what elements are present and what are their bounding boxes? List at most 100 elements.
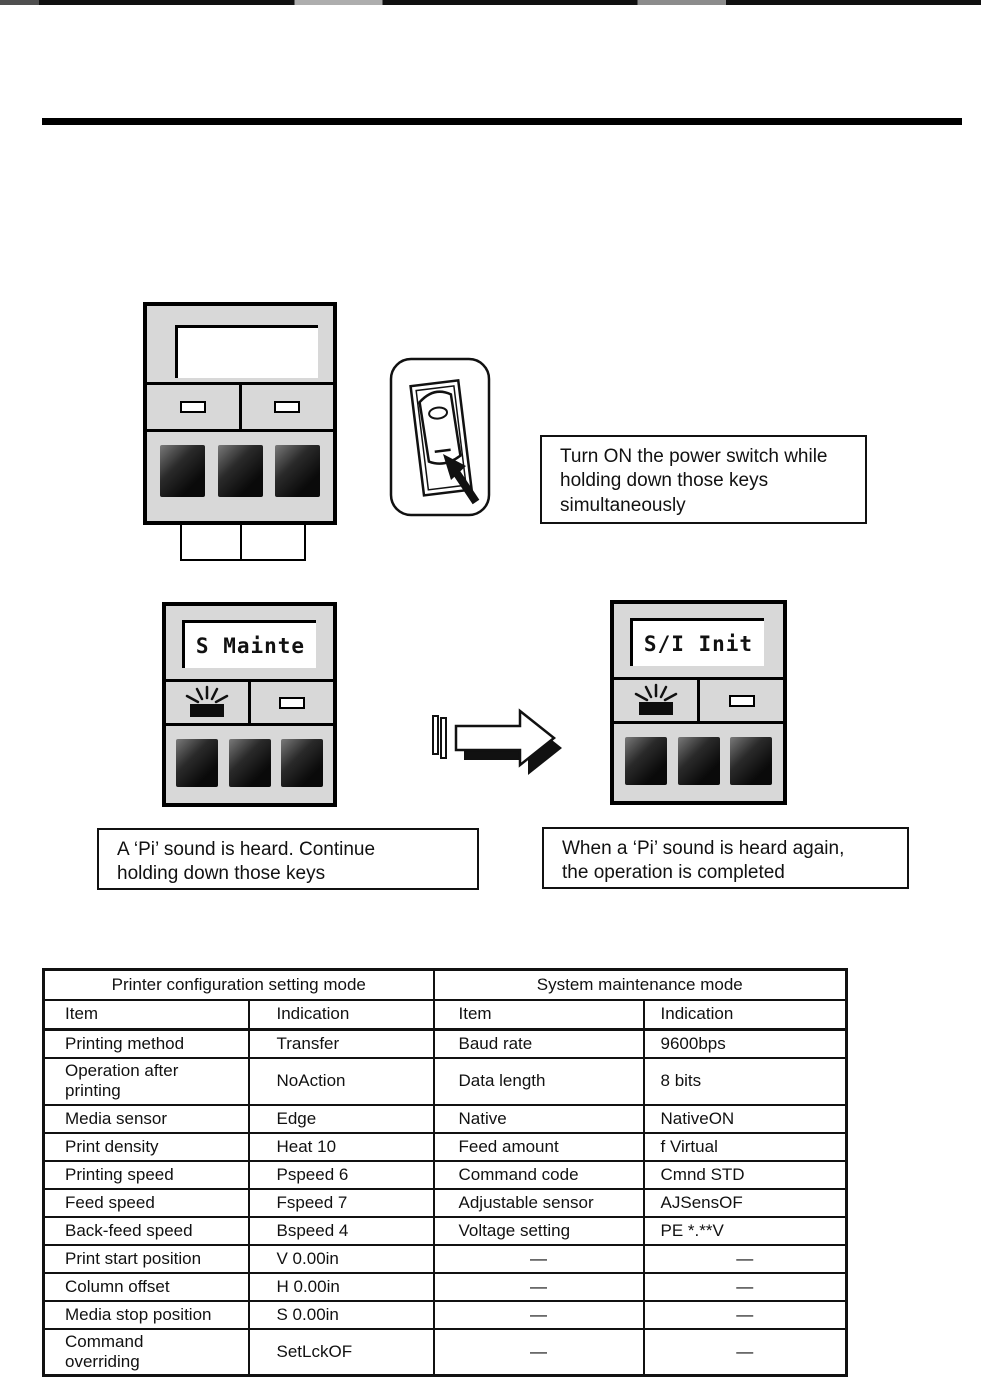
led-off-icon bbox=[728, 694, 755, 707]
callout-pi-sound: A ‘Pi’ sound is heard. Continue holding … bbox=[97, 828, 479, 890]
table-row: Column offset H 0.00in — — bbox=[42, 1271, 848, 1302]
group-header-row: Printer configuration setting mode Syste… bbox=[42, 968, 848, 1001]
table-row: Back-feed speed Bspeed 4 Voltage setting… bbox=[42, 1215, 848, 1246]
item-cell: Printing method bbox=[42, 1028, 250, 1059]
empty-cell: — bbox=[432, 1271, 645, 1302]
key-section bbox=[147, 432, 333, 521]
led-off-icon bbox=[179, 401, 206, 413]
lcd-text: S Mainte bbox=[195, 633, 306, 658]
indication-cell: SetLckOF bbox=[247, 1327, 435, 1377]
table-row: Feed speed Fspeed 7 Adjustable sensor AJ… bbox=[42, 1187, 848, 1218]
item-cell: Feed amount bbox=[432, 1131, 645, 1162]
item-cell: Adjustable sensor bbox=[432, 1187, 645, 1218]
led-cell bbox=[700, 680, 783, 721]
led-cell bbox=[251, 682, 333, 723]
indication-cell: 8 bits bbox=[642, 1056, 848, 1106]
indication-cell: H 0.00in bbox=[247, 1271, 435, 1302]
panel-key-icon bbox=[159, 445, 205, 497]
group-header-config: Printer configuration setting mode bbox=[42, 968, 435, 1001]
indication-cell: Transfer bbox=[247, 1028, 435, 1059]
power-switch-icon bbox=[389, 357, 491, 517]
led-section bbox=[614, 680, 783, 724]
section-divider-rule bbox=[42, 118, 962, 125]
table-row: Command overriding SetLckOF — — bbox=[42, 1327, 848, 1377]
panel-key-icon bbox=[280, 739, 323, 787]
indication-cell: Bspeed 4 bbox=[247, 1215, 435, 1246]
callout-operation-completed: When a ‘Pi’ sound is heard again, the op… bbox=[542, 827, 909, 889]
led-cell bbox=[614, 680, 700, 721]
callout-power-on: Turn ON the power switch while holding d… bbox=[540, 435, 867, 524]
column-header: Item bbox=[432, 998, 645, 1031]
panel-key-icon bbox=[228, 739, 271, 787]
item-cell: Voltage setting bbox=[432, 1215, 645, 1246]
column-header: Indication bbox=[247, 998, 435, 1031]
indication-cell: 9600bps bbox=[642, 1028, 848, 1059]
indication-cell: f Virtual bbox=[642, 1131, 848, 1162]
callout-line: the operation is completed bbox=[562, 862, 785, 884]
panel-key-icon bbox=[176, 739, 219, 787]
lcd-text: S/I Init bbox=[643, 631, 754, 656]
indication-cell: S 0.00in bbox=[247, 1299, 435, 1330]
lcd-display: S Mainte bbox=[182, 620, 316, 668]
right-arrow-icon bbox=[432, 708, 562, 775]
empty-cell: — bbox=[642, 1271, 848, 1302]
item-cell: Column offset bbox=[42, 1271, 250, 1302]
column-header-row: Item Indication Item Indication bbox=[42, 998, 848, 1031]
panel-key-icon bbox=[275, 445, 321, 497]
item-cell: Print density bbox=[42, 1131, 250, 1162]
item-cell: Baud rate bbox=[432, 1028, 645, 1059]
item-cell: Data length bbox=[432, 1056, 645, 1106]
settings-table: Printer configuration setting mode Syste… bbox=[42, 968, 849, 1377]
control-panel-blank bbox=[143, 302, 337, 525]
panel-key-icon bbox=[624, 737, 667, 785]
empty-cell: — bbox=[432, 1299, 645, 1330]
empty-cell: — bbox=[642, 1299, 848, 1330]
control-panel-maintenance: S Mainte bbox=[162, 602, 337, 807]
indication-cell: Cmnd STD bbox=[642, 1159, 848, 1190]
item-cell: Media stop position bbox=[42, 1299, 250, 1330]
item-cell: Operation after printing bbox=[42, 1056, 250, 1106]
callout-line: A ‘Pi’ sound is heard. Continue bbox=[117, 839, 376, 860]
callout-line: simultaneously bbox=[560, 494, 686, 516]
indication-cell: Edge bbox=[247, 1103, 435, 1134]
key-section bbox=[166, 726, 333, 803]
group-header-maintenance: System maintenance mode bbox=[432, 968, 848, 1001]
table-row: Print start position V 0.00in — — bbox=[42, 1243, 848, 1274]
callout-line: Turn ON the power switch while bbox=[560, 446, 828, 467]
table-row: Media stop position S 0.00in — — bbox=[42, 1299, 848, 1330]
item-cell: Back-feed speed bbox=[42, 1215, 250, 1246]
scan-edge-artifact bbox=[0, 0, 981, 5]
lcd-display bbox=[175, 325, 318, 378]
panel-key-icon bbox=[730, 737, 773, 785]
blinking-led-icon bbox=[634, 683, 677, 715]
indication-cell: AJSensOF bbox=[642, 1187, 848, 1218]
indication-cell: Pspeed 6 bbox=[247, 1159, 435, 1190]
led-cell bbox=[242, 385, 334, 429]
lcd-section: S/I Init bbox=[614, 604, 783, 680]
led-off-icon bbox=[274, 401, 301, 413]
table-row: Printing method Transfer Baud rate 9600b… bbox=[42, 1028, 848, 1059]
indication-cell: PE *.**V bbox=[642, 1215, 848, 1246]
callout-line: holding down those keys bbox=[117, 863, 326, 885]
led-off-icon bbox=[279, 696, 305, 709]
indication-cell: NoAction bbox=[247, 1056, 435, 1106]
item-cell: Native bbox=[432, 1103, 645, 1134]
item-cell: Print start position bbox=[42, 1243, 250, 1274]
led-section bbox=[166, 682, 333, 726]
keys-group-bracket bbox=[180, 525, 306, 561]
item-cell: Command code bbox=[432, 1159, 645, 1190]
indication-cell: Fspeed 7 bbox=[247, 1187, 435, 1218]
control-panel-init: S/I Init bbox=[610, 600, 787, 805]
table-row: Print density Heat 10 Feed amount f Virt… bbox=[42, 1131, 848, 1162]
lcd-section bbox=[147, 306, 333, 385]
indication-cell: V 0.00in bbox=[247, 1243, 435, 1274]
empty-cell: — bbox=[432, 1243, 645, 1274]
table-row: Printing speed Pspeed 6 Command code Cmn… bbox=[42, 1159, 848, 1190]
lcd-display: S/I Init bbox=[630, 618, 764, 666]
lcd-section: S Mainte bbox=[166, 606, 333, 682]
item-cell: Printing speed bbox=[42, 1159, 250, 1190]
table-row: Operation after printing NoAction Data l… bbox=[42, 1056, 848, 1106]
item-cell: Feed speed bbox=[42, 1187, 250, 1218]
panel-key-icon bbox=[677, 737, 720, 785]
